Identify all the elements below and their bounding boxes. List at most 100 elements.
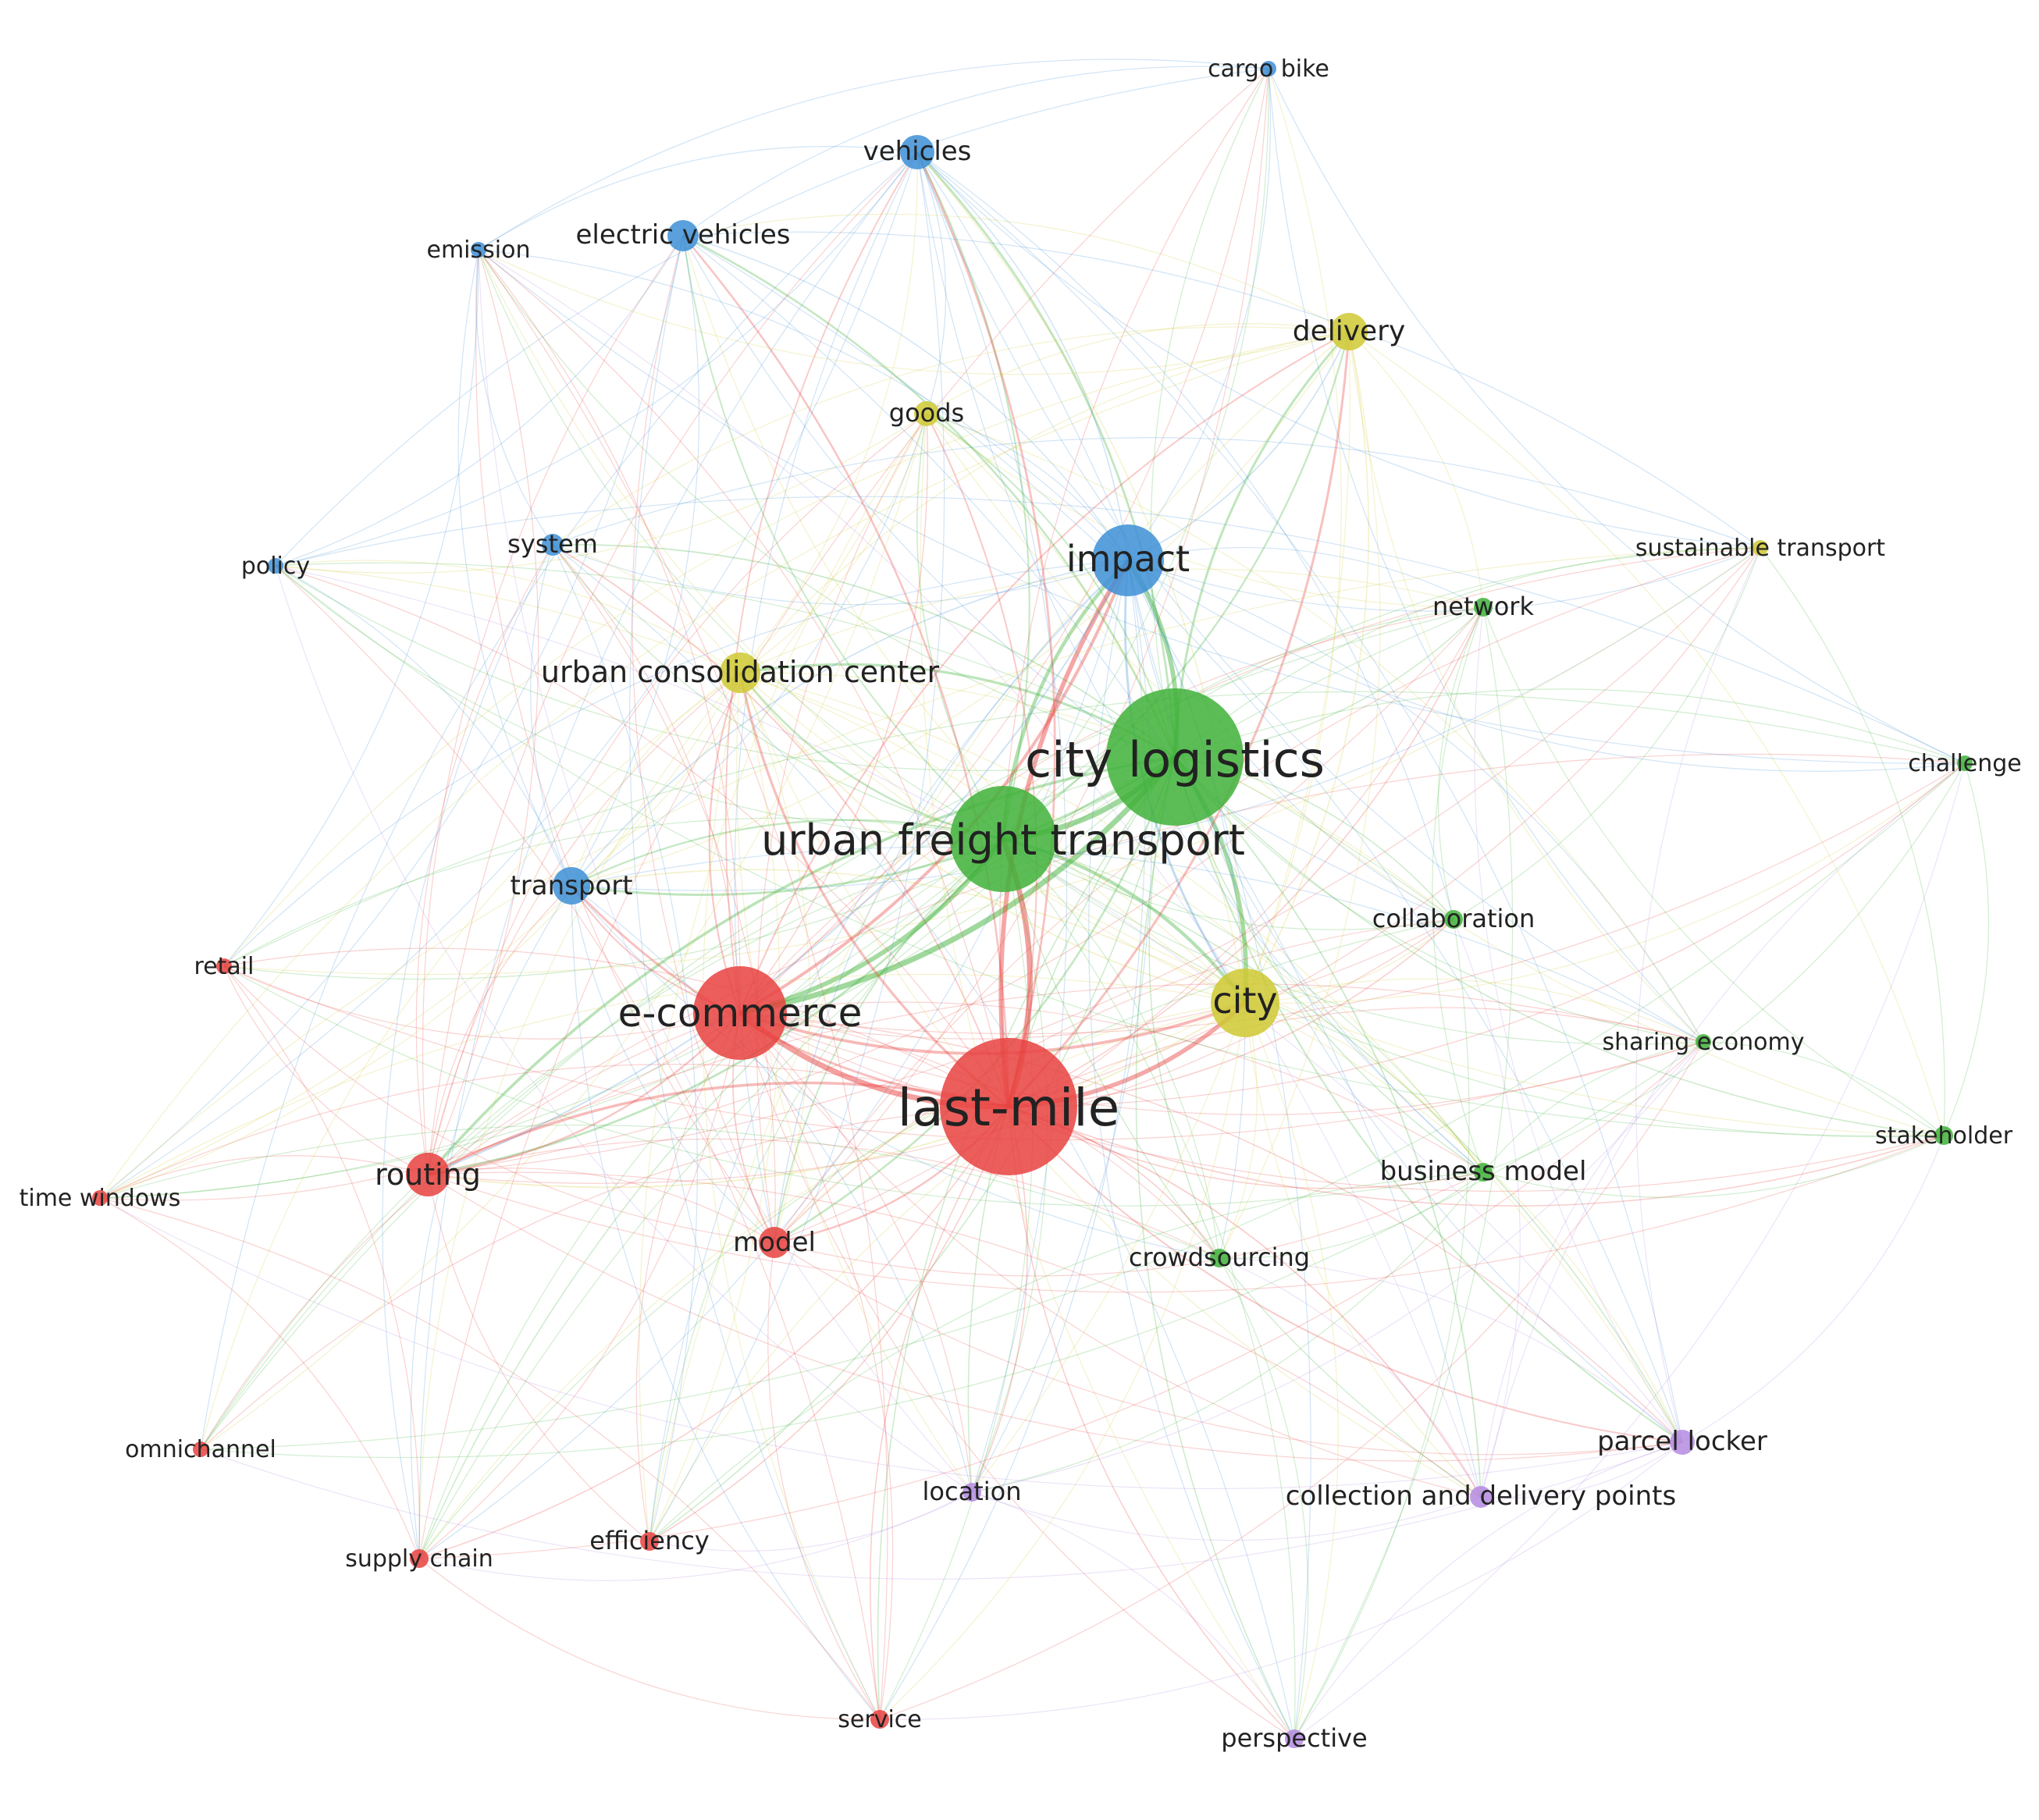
node-impact[interactable] — [1092, 524, 1164, 596]
edge-city-logistics-electric-vehicles — [682, 234, 1176, 758]
edge-e-commerce-sustainable-transport — [739, 547, 1761, 1014]
edge-e-commerce-collection-and-delivery-points — [739, 1012, 1482, 1498]
edge-city-electric-vehicles — [682, 235, 1246, 1004]
edge-electric-vehicles-parcel-locker — [682, 235, 1683, 1443]
edge-last-mile-challenge — [1008, 762, 1966, 1107]
node-urban-consolidation-center[interactable] — [720, 652, 760, 693]
edge-vehicles-omnichannel — [200, 151, 918, 1450]
node-label-vehicles: vehicles — [863, 136, 972, 167]
edge-urban-freight-transport-stakeholder — [1002, 838, 1945, 1138]
edge-policy-parcel-locker — [275, 565, 1683, 1443]
edge-sustainable-transport-collaboration — [1453, 547, 1761, 920]
node-collection-and-delivery-points[interactable] — [1470, 1486, 1492, 1508]
edge-sharing-economy-business-model — [1482, 1041, 1704, 1173]
edge-last-mile-delivery — [1007, 331, 1350, 1108]
edge-last-mile-emission — [478, 249, 1009, 1107]
node-parcel-locker[interactable] — [1670, 1430, 1695, 1455]
node-label-city: city — [1212, 979, 1277, 1022]
node-label-last-mile: last-mile — [898, 1078, 1119, 1138]
edge-delivery-stakeholder — [1348, 331, 1945, 1136]
node-network[interactable] — [1474, 598, 1493, 617]
node-system[interactable] — [542, 534, 564, 556]
node-city-logistics[interactable] — [1106, 688, 1244, 826]
edge-vehicles-sustainable-transport — [916, 151, 1761, 549]
edge-time-windows-service — [99, 1197, 881, 1720]
edge-urban-consolidation-center-business-model — [739, 672, 1484, 1173]
edge-urban-consolidation-center-service — [702, 672, 881, 1720]
edge-model-retail — [223, 965, 775, 1243]
edge-electric-vehicles-transport — [571, 235, 700, 887]
edge-routing-emission — [427, 249, 539, 1175]
node-collaboration[interactable] — [1444, 910, 1463, 929]
edge-omnichannel-parcel-locker — [200, 1441, 1683, 1580]
node-omnichannel[interactable] — [193, 1441, 208, 1457]
node-transport[interactable] — [553, 867, 590, 905]
node-label-efficiency: efficiency — [589, 1526, 710, 1555]
edge-last-mile-perspective — [1008, 1106, 1295, 1740]
edge-parcel-locker-perspective — [1294, 1441, 1683, 1740]
edge-vehicles-location — [916, 151, 1068, 1493]
node-vehicles[interactable] — [900, 135, 934, 169]
node-goods[interactable] — [914, 401, 939, 426]
node-urban-freight-transport[interactable] — [950, 786, 1056, 892]
node-sustainable-transport[interactable] — [1753, 540, 1768, 556]
node-city[interactable] — [1211, 969, 1279, 1037]
node-business-model[interactable] — [1474, 1163, 1493, 1182]
edge-last-mile-retail — [223, 947, 1009, 1107]
edge-routing-retail — [223, 965, 429, 1175]
node-time-windows[interactable] — [92, 1190, 108, 1206]
edge-e-commerce-retail — [223, 965, 741, 1040]
node-delivery[interactable] — [1330, 313, 1368, 350]
node-efficiency[interactable] — [640, 1532, 659, 1551]
edge-last-mile-system — [552, 544, 1009, 1107]
node-service[interactable] — [870, 1710, 889, 1729]
edge-city-sharing-economy — [1244, 978, 1704, 1043]
node-model[interactable] — [759, 1227, 790, 1258]
edge-impact-electric-vehicles — [682, 235, 1129, 561]
edge-urban-consolidation-center-stakeholder — [739, 672, 1945, 1136]
node-stakeholder[interactable] — [1934, 1126, 1953, 1145]
node-electric-vehicles[interactable] — [667, 220, 699, 251]
edge-challenge-business-model — [1482, 762, 1966, 1173]
edge-urban-freight-transport-perspective — [1002, 838, 1296, 1740]
node-sharing-economy[interactable] — [1696, 1034, 1711, 1050]
edge-electric-vehicles-collaboration — [682, 235, 1454, 920]
edge-urban-freight-transport-supply-chain — [418, 838, 1004, 1559]
edge-vehicles-time-windows — [99, 151, 918, 1199]
edge-urban-freight-transport-business-model — [1002, 838, 1484, 1173]
edge-impact-model — [774, 560, 1129, 1243]
node-label-omnichannel: omnichannel — [125, 1436, 276, 1463]
node-emission[interactable] — [471, 242, 486, 258]
node-perspective[interactable] — [1285, 1729, 1304, 1748]
edge-last-mile-collection-and-delivery-points — [1008, 1106, 1482, 1498]
edge-system-sustainable-transport — [552, 437, 1761, 549]
edge-vehicles-policy — [275, 151, 918, 567]
edge-vehicles-supply-chain — [418, 151, 918, 1559]
node-retail[interactable] — [216, 958, 232, 974]
edge-impact-delivery — [1127, 331, 1350, 561]
edge-city-perspective — [1244, 1002, 1339, 1740]
edge-policy-service — [275, 565, 881, 1720]
node-supply-chain[interactable] — [410, 1549, 429, 1568]
node-crowdsourcing[interactable] — [1210, 1249, 1229, 1267]
node-e-commerce[interactable] — [693, 966, 787, 1060]
node-label-transport: transport — [510, 870, 632, 901]
edge-last-mile-goods — [926, 413, 1037, 1107]
edge-transport-location — [571, 885, 973, 1493]
edge-electric-vehicles-service — [629, 235, 881, 1720]
node-label-urban-consolidation-center: urban consolidation center — [541, 655, 940, 689]
node-cargo-bike[interactable] — [1261, 61, 1276, 76]
node-location[interactable] — [963, 1483, 981, 1502]
node-routing[interactable] — [406, 1153, 450, 1196]
edge-urban-freight-transport-collaboration — [1002, 838, 1454, 930]
edge-city-logistics-challenge — [1174, 688, 1966, 764]
edge-transport-sharing-economy — [571, 846, 1704, 1043]
edge-routing-goods — [427, 413, 927, 1175]
node-challenge[interactable] — [1957, 755, 1973, 771]
node-last-mile[interactable] — [940, 1038, 1077, 1175]
edge-sustainable-transport-stakeholder — [1760, 547, 1945, 1136]
edge-location-efficiency — [649, 1491, 973, 1552]
edge-city-routing — [427, 1002, 1246, 1189]
node-policy[interactable] — [268, 558, 283, 574]
